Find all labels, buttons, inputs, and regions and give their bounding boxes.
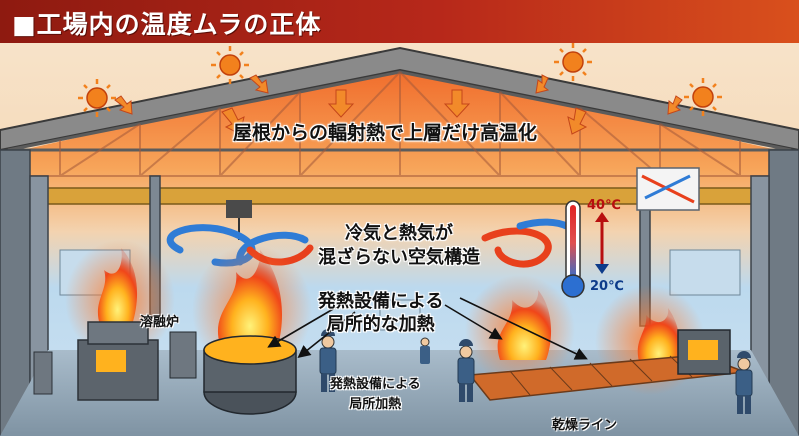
local-heat-label: 発熱設備による 局所的な加熱 [318,290,443,336]
air-mix-label-line2: 混ざらない空気構造 [318,247,480,268]
furnace-label: 溶融炉 [140,315,180,330]
roof-heat-label: 屋根からの輻射熱で上層だけ高温化 [233,122,538,144]
heat-arrow-icon [114,74,683,135]
worker-icon [319,329,753,414]
crucible-furnace [169,331,297,415]
drying-line-label: 乾燥ライン [552,418,618,433]
local-heat-label-line1: 発熱設備による [318,291,444,312]
local-heat-small-line2: 局所加熱 [349,397,402,412]
sun-icon [78,43,722,117]
flame-icon [97,248,680,365]
temperature-cold-label: 20℃ [590,279,624,294]
title-bar: ■工場内の温度ムラの正体 [0,0,799,43]
melting-furnace [33,321,159,401]
air-conditioner-icon [636,167,700,211]
pointer-arrows [267,297,588,360]
page-title: ■工場内の温度ムラの正体 [12,10,322,39]
roof [0,46,799,177]
temperature-hot-label: 40℃ [587,198,621,213]
local-heat-label-line2: 局所的な加熱 [326,314,435,335]
drying-line [468,329,746,401]
air-mix-label: 冷気と熱気が 混ざらない空気構造 [318,222,480,270]
local-heat-small-label: 発熱設備による 局所加熱 [330,375,421,415]
local-heat-small-line1: 発熱設備による [330,377,421,392]
air-mix-label-line1: 冷気と熱気が [345,223,453,244]
building-columns [0,149,799,436]
thermometer-icon [561,200,609,298]
